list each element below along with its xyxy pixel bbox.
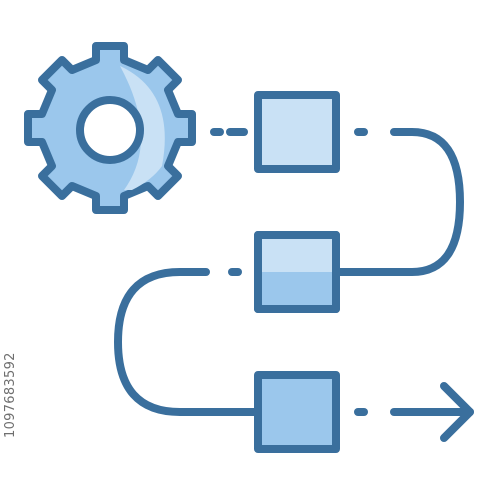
gear-hole xyxy=(76,96,144,164)
process-step-1 xyxy=(254,91,340,173)
process-step-3 xyxy=(254,371,340,453)
connector-path xyxy=(113,128,474,442)
process-step-2 xyxy=(254,231,340,313)
connector-curve-left xyxy=(113,268,262,416)
gear-icon xyxy=(24,42,196,214)
connector-curve-right xyxy=(334,128,465,276)
arrow-icon xyxy=(440,382,474,442)
watermark-id-text: 1097683592 xyxy=(3,352,18,438)
